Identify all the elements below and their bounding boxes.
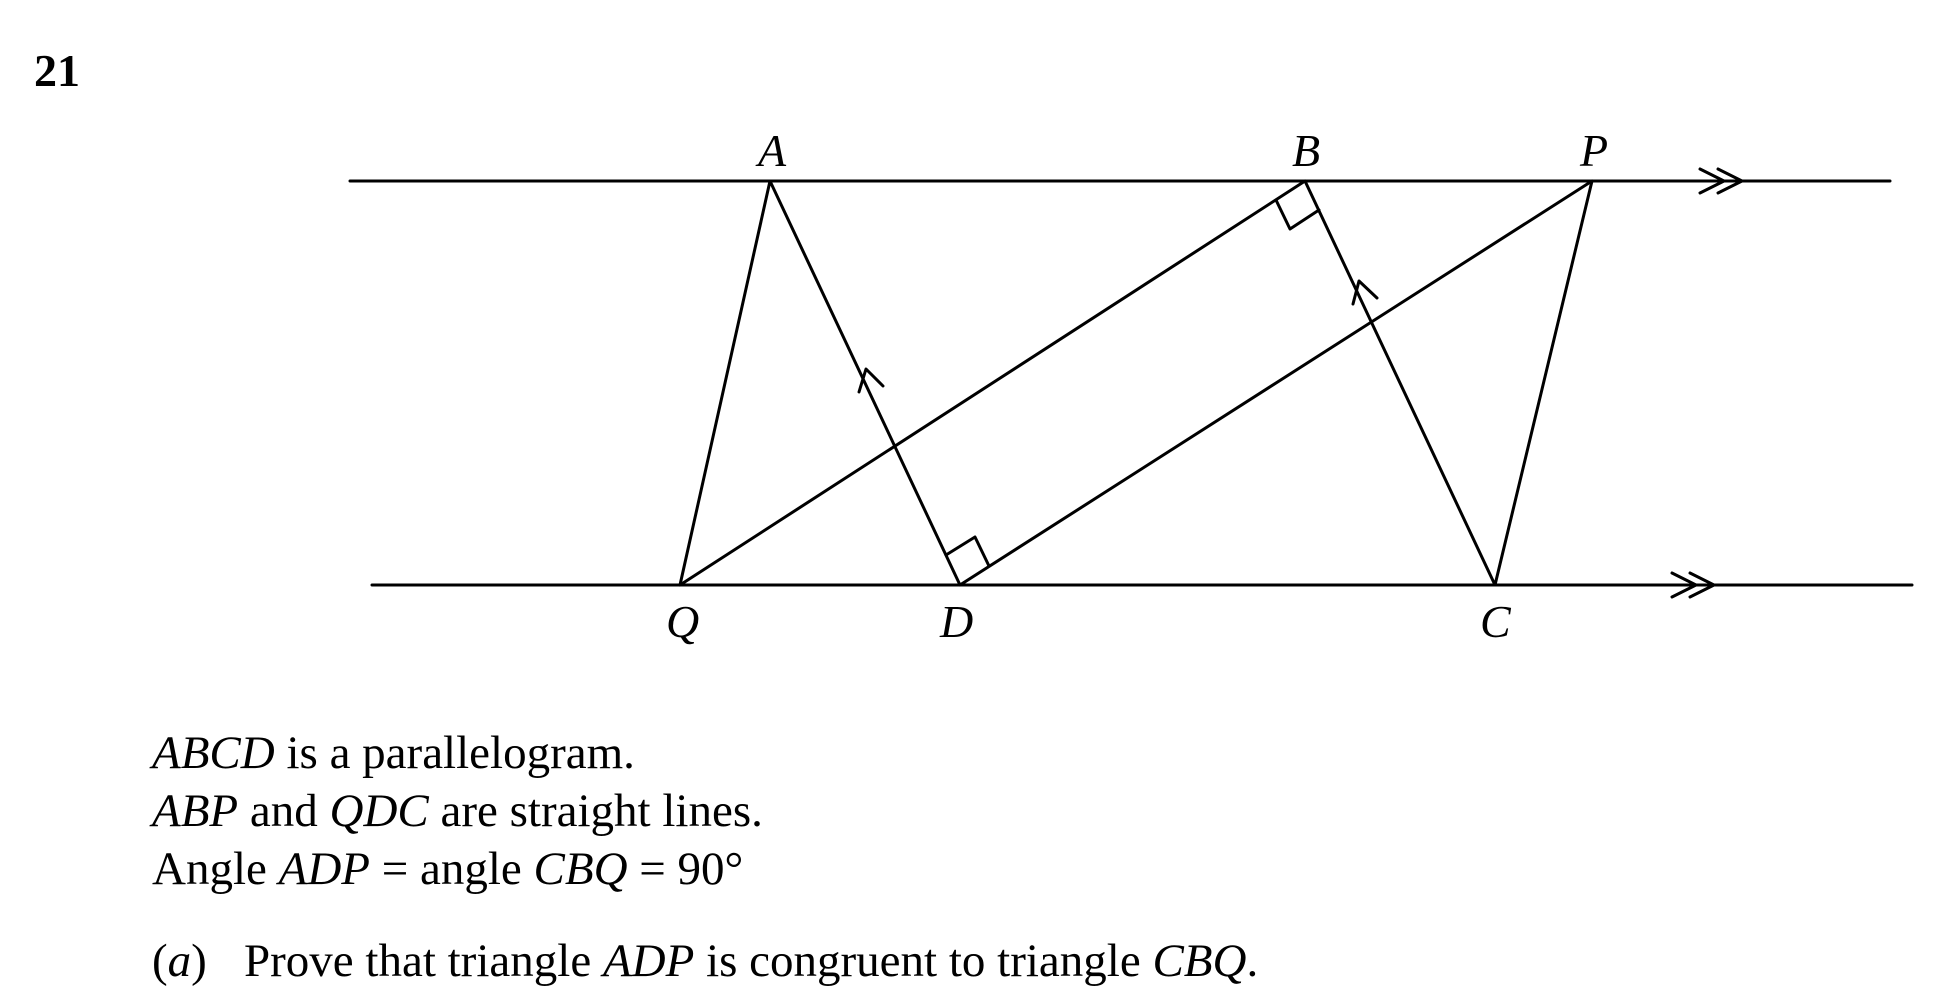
question-number: 21: [34, 45, 80, 96]
segment-AD: [768, 179, 962, 587]
math-qdc: QDC: [329, 785, 429, 837]
label-P: P: [1579, 125, 1608, 176]
paren-close: ): [191, 935, 207, 987]
bottom-double-arrow: [1670, 571, 1716, 599]
right-angle-B: [1274, 198, 1321, 231]
label-Q: Q: [666, 596, 699, 647]
label-B: B: [1292, 125, 1320, 176]
part-a-label: (a): [152, 932, 244, 990]
segment-BQ: [678, 179, 1307, 587]
statement-line-2: ABP and QDC are straight lines.: [152, 782, 763, 840]
given-statements: ABCD is a parallelogram. ABP and QDC are…: [152, 724, 763, 898]
text: is a parallelogram.: [274, 727, 635, 779]
text: is congruent to triangle: [694, 935, 1153, 987]
part-letter: a: [167, 935, 192, 987]
text: = 90°: [627, 843, 744, 895]
math-cbq: CBQ: [533, 843, 628, 895]
text: are straight lines.: [428, 785, 763, 837]
segment-PC: [1493, 179, 1594, 587]
segment-AQ: [678, 179, 772, 587]
paren-open: (: [152, 935, 168, 987]
math-adp: ADP: [278, 843, 370, 895]
right-angle-D: [944, 535, 991, 568]
label-A: A: [755, 125, 787, 176]
segment-BC: [1303, 179, 1497, 587]
math-abcd: ABCD: [152, 727, 275, 779]
text: .: [1246, 935, 1259, 987]
label-D: D: [939, 596, 973, 647]
top-double-arrow: [1698, 167, 1744, 195]
label-C: C: [1480, 596, 1512, 647]
math-abp: ABP: [152, 785, 239, 837]
math-adp: ADP: [602, 935, 695, 987]
statement-line-1: ABCD is a parallelogram.: [152, 724, 763, 782]
arrow-mark-BC: [1351, 279, 1379, 306]
math-cbq: CBQ: [1152, 935, 1247, 987]
text: Angle: [152, 843, 279, 895]
text: Prove that triangle: [244, 935, 603, 987]
text: and: [238, 785, 330, 837]
statement-line-3: Angle ADP = angle CBQ = 90°: [152, 840, 763, 898]
part-a-question: (a)Prove that triangle ADP is congruent …: [152, 932, 1258, 990]
geometry-diagram: A B P Q D C: [348, 125, 1914, 647]
arrow-mark-AD: [857, 367, 885, 394]
text: = angle: [370, 843, 534, 895]
segment-PD: [958, 179, 1594, 587]
